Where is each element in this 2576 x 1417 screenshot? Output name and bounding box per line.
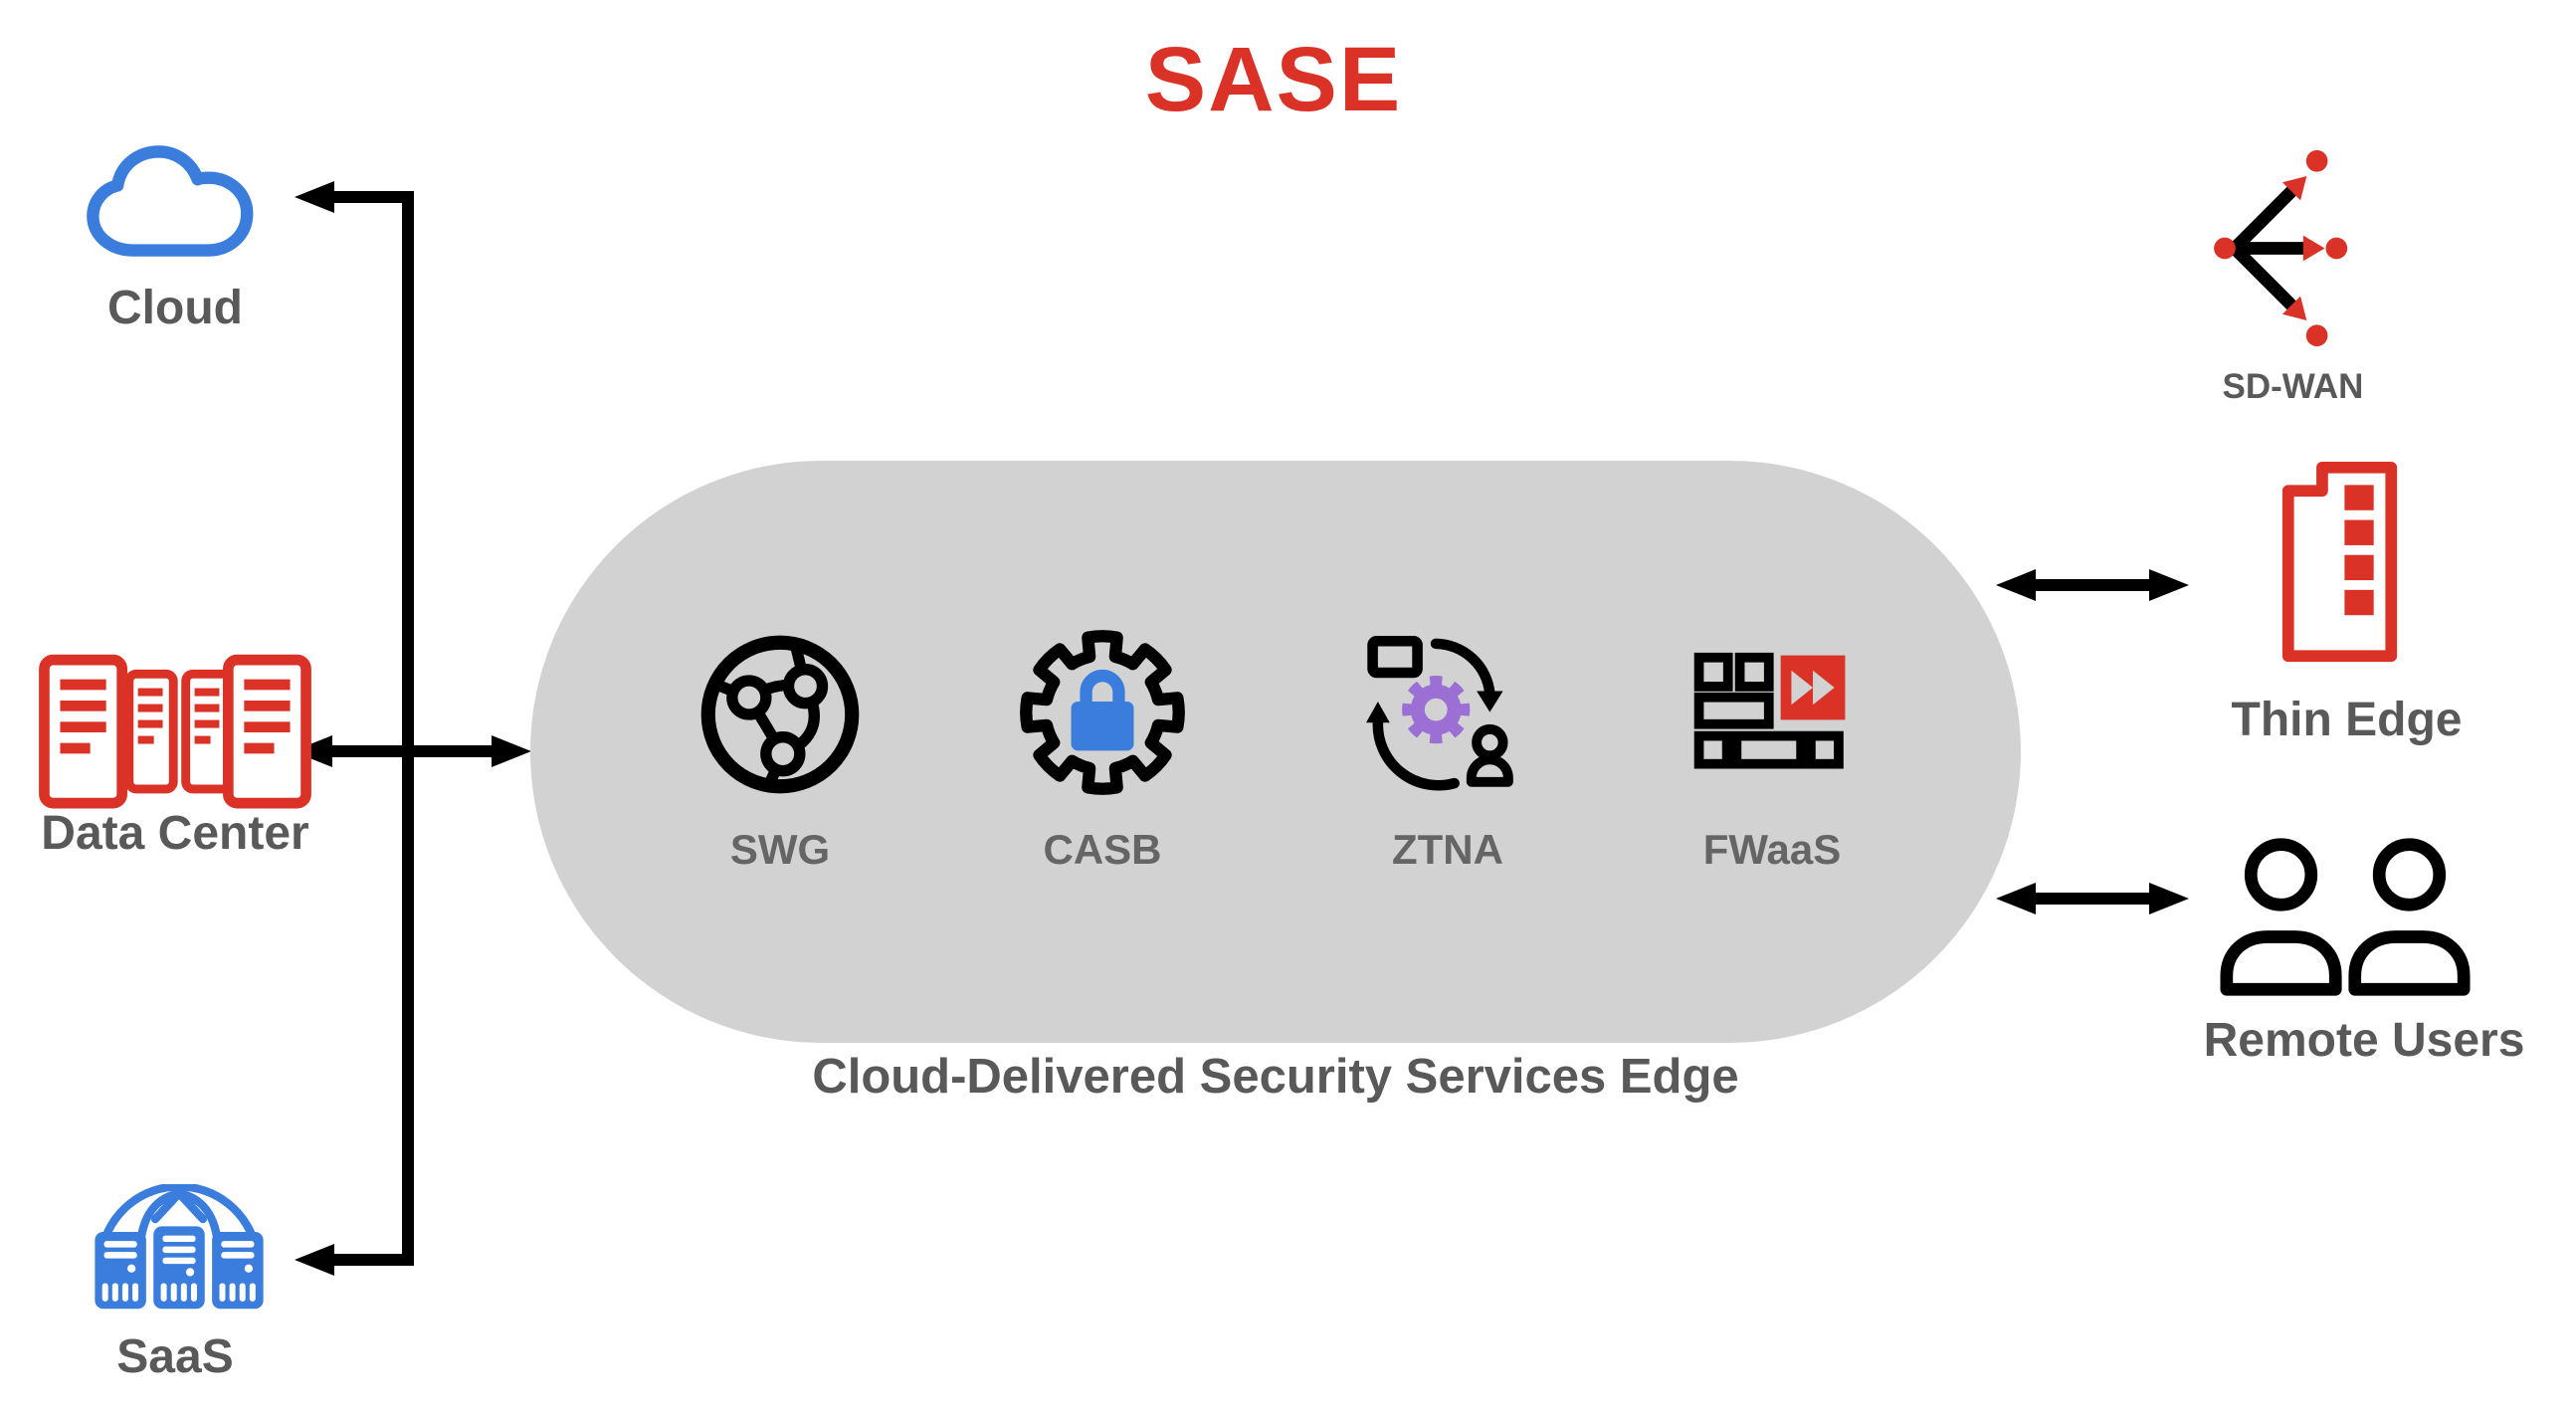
- casb-label: CASB: [1043, 826, 1162, 873]
- arrowhead-to-saas: [295, 1244, 334, 1276]
- firewall-bricks-fast-forward-icon: [1693, 652, 1846, 769]
- saas-servers-globe-icon: [95, 1184, 264, 1310]
- datacenter-sse-arrow: [293, 735, 531, 767]
- gear-lock-icon: [1014, 624, 1191, 801]
- arrowhead-to-cloud: [295, 181, 334, 213]
- sse-thinedge-arrow: [1996, 569, 2189, 601]
- ztna-label: ZTNA: [1392, 826, 1503, 873]
- device-gear-user-cycle-icon: [1365, 635, 1513, 791]
- data-center-label: Data Center: [41, 807, 309, 860]
- swg-label: SWG: [729, 826, 831, 873]
- cloud-icon: [87, 145, 254, 257]
- pill-caption: Cloud-Delivered Security Services Edge: [812, 1050, 1739, 1104]
- security-services-edge-pill: SWG CASB ZTNA: [530, 461, 2021, 1043]
- server-racks-icon: [39, 654, 311, 809]
- thin-edge-label: Thin Edge: [2231, 694, 2463, 746]
- sse-remoteusers-arrow: [1996, 883, 2189, 914]
- fwaas-label: FWaaS: [1702, 826, 1842, 873]
- remote-users-label: Remote Users: [2203, 1014, 2525, 1067]
- building-icon: [2281, 461, 2398, 663]
- network-globe-icon: [700, 635, 860, 794]
- cloud-label: Cloud: [107, 282, 243, 334]
- two-users-icon: [2220, 838, 2471, 996]
- branching-arrows-icon: [2214, 149, 2348, 347]
- sd-wan-label: SD-WAN: [2222, 367, 2364, 406]
- saas-label: SaaS: [116, 1330, 234, 1383]
- diagram-title: SASE: [1144, 29, 1403, 130]
